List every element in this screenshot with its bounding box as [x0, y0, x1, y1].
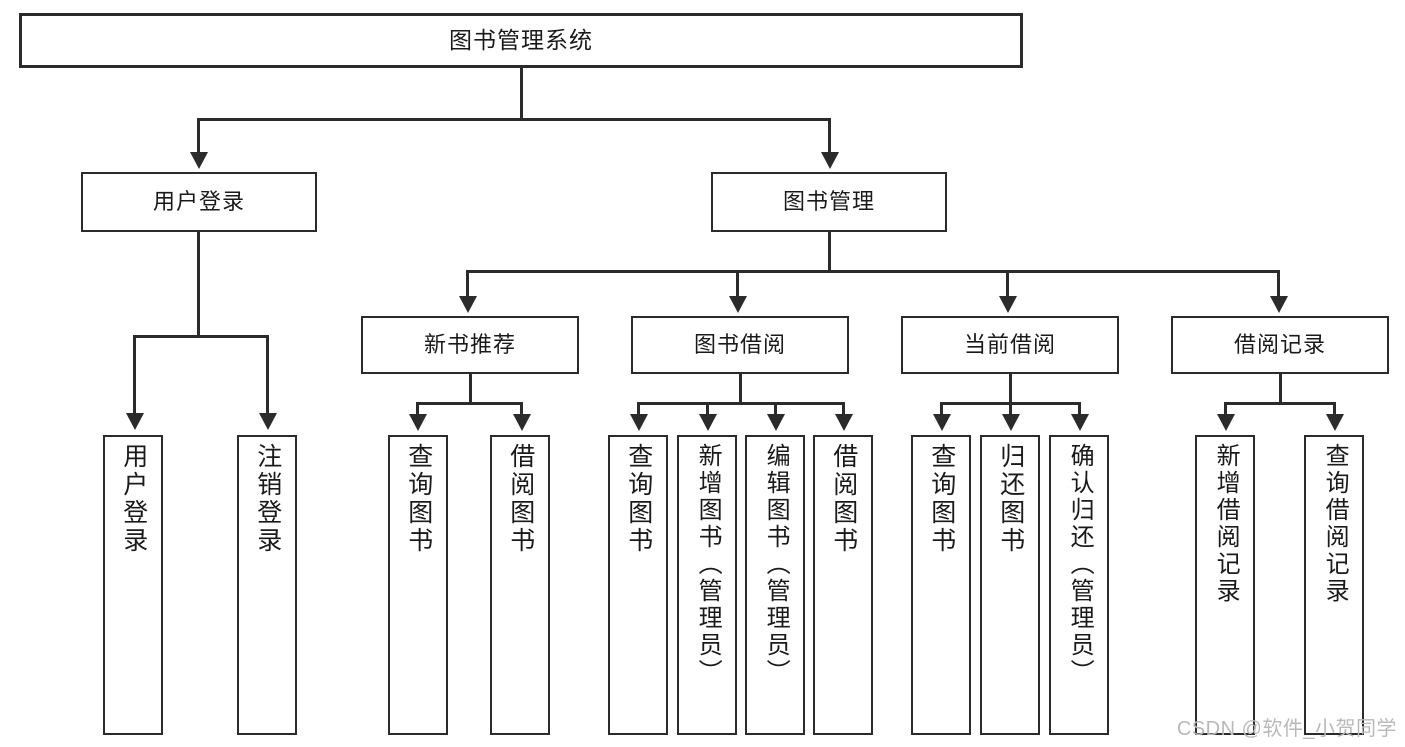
connector-user-login-bus [133, 335, 269, 338]
connector-level2-bus [197, 118, 831, 121]
leaf-cb-confirm-return-admin[interactable]: 确认归还（管理员） [1049, 435, 1109, 735]
leaf-user-login[interactable]: 用户登录 [103, 435, 163, 735]
leaf-label: 注销登录 [253, 443, 282, 555]
connector-drop-borrow-record [1277, 270, 1280, 298]
node-label: 图书管理 [782, 189, 875, 215]
connector-borrow-record-stem [1279, 374, 1282, 402]
leaf-label: 查询图书 [624, 443, 653, 555]
connector-drop-leaf-bb-1 [637, 402, 640, 416]
arrowhead-borrow-record [1270, 296, 1288, 313]
leaf-label: 编辑图书（管理员） [762, 443, 790, 686]
arrowhead-leaf-br-2 [1326, 414, 1344, 431]
leaf-label: 归还图书 [996, 443, 1025, 555]
leaf-label: 查询借阅记录 [1321, 443, 1349, 605]
connector-level3-bus [466, 270, 1280, 273]
leaf-br-add-record[interactable]: 新增借阅记录 [1195, 435, 1255, 735]
arrowhead-user-login [190, 152, 208, 169]
node-book-management[interactable]: 图书管理 [711, 172, 947, 232]
connector-book-management-stem [828, 232, 831, 270]
leaf-nbr-borrow-book[interactable]: 借阅图书 [490, 435, 550, 735]
connector-drop-leaf-cb-1 [940, 402, 943, 416]
arrowhead-leaf-cb-2 [1002, 414, 1020, 431]
arrowhead-leaf-bb-1 [630, 414, 648, 431]
connector-drop-leaf-cb-2 [1009, 402, 1012, 416]
leaf-cb-query-book[interactable]: 查询图书 [911, 435, 971, 735]
leaf-cb-return-book[interactable]: 归还图书 [980, 435, 1040, 735]
connector-book-borrow-bus [637, 402, 845, 405]
connector-borrow-record-bus [1224, 402, 1336, 405]
leaf-bb-query-book[interactable]: 查询图书 [608, 435, 668, 735]
arrowhead-leaf-cb-3 [1071, 414, 1089, 431]
connector-new-book-recommend-stem [469, 374, 472, 402]
connector-drop-user-login [197, 118, 200, 154]
leaf-label: 用户登录 [119, 443, 148, 555]
node-borrow-record[interactable]: 借阅记录 [1171, 316, 1389, 374]
arrowhead-leaf-bb-4 [835, 414, 853, 431]
arrowhead-new-book-recommend [459, 296, 477, 313]
connector-drop-book-borrow [736, 270, 739, 298]
node-label: 新书推荐 [423, 332, 516, 358]
leaf-label: 借阅图书 [506, 443, 535, 555]
leaf-label: 新增借阅记录 [1212, 443, 1240, 605]
connector-drop-book-management [828, 118, 831, 154]
leaf-bb-add-book-admin[interactable]: 新增图书（管理员） [677, 435, 737, 735]
connector-drop-leaf-nbr-1 [416, 402, 419, 416]
connector-book-borrow-stem [739, 374, 742, 402]
connector-drop-current-borrow [1006, 270, 1009, 298]
leaf-bb-borrow-book[interactable]: 借阅图书 [813, 435, 873, 735]
node-new-book-recommend[interactable]: 新书推荐 [361, 316, 579, 374]
leaf-label: 借阅图书 [829, 443, 858, 555]
arrowhead-leaf-bb-2 [699, 414, 717, 431]
node-book-borrow[interactable]: 图书借阅 [631, 316, 849, 374]
node-current-borrow[interactable]: 当前借阅 [901, 316, 1119, 374]
node-label: 借阅记录 [1233, 332, 1326, 358]
connector-drop-leaf-user-login-1 [133, 335, 136, 415]
leaf-label: 新增图书（管理员） [694, 443, 722, 686]
leaf-label: 查询图书 [404, 443, 433, 555]
connector-drop-leaf-br-1 [1224, 402, 1227, 416]
arrowhead-leaf-br-1 [1217, 414, 1235, 431]
arrowhead-book-management [821, 152, 839, 169]
leaf-label: 查询图书 [927, 443, 956, 555]
arrowhead-leaf-user-login-1 [126, 413, 144, 430]
node-label: 用户登录 [152, 189, 245, 215]
leaf-label: 确认归还（管理员） [1066, 443, 1094, 686]
connector-current-borrow-stem [1009, 374, 1012, 402]
leaf-br-query-record[interactable]: 查询借阅记录 [1304, 435, 1364, 735]
arrowhead-book-borrow [729, 296, 747, 313]
node-user-login[interactable]: 用户登录 [81, 172, 317, 232]
connector-root-stem [520, 68, 523, 118]
arrowhead-leaf-bb-3 [767, 414, 785, 431]
arrowhead-leaf-nbr-2 [513, 414, 531, 431]
connector-drop-leaf-br-2 [1333, 402, 1336, 416]
arrowhead-leaf-nbr-1 [409, 414, 427, 431]
node-label: 当前借阅 [963, 332, 1056, 358]
connector-drop-leaf-bb-4 [842, 402, 845, 416]
connector-drop-leaf-bb-3 [774, 402, 777, 416]
connector-drop-leaf-nbr-2 [520, 402, 523, 416]
connector-new-book-recommend-bus [416, 402, 523, 405]
leaf-bb-edit-book-admin[interactable]: 编辑图书（管理员） [745, 435, 805, 735]
leaf-logout[interactable]: 注销登录 [237, 435, 297, 735]
arrowhead-leaf-cb-1 [933, 414, 951, 431]
leaf-nbr-query-book[interactable]: 查询图书 [388, 435, 448, 735]
node-root-book-management-system[interactable]: 图书管理系统 [19, 13, 1023, 68]
arrowhead-leaf-user-login-2 [259, 413, 277, 430]
connector-drop-leaf-cb-3 [1078, 402, 1081, 416]
connector-drop-leaf-user-login-2 [266, 335, 269, 415]
connector-user-login-stem [197, 232, 200, 335]
connector-drop-new-book-recommend [466, 270, 469, 298]
arrowhead-current-borrow [999, 296, 1017, 313]
node-label: 图书管理系统 [449, 27, 593, 54]
node-label: 图书借阅 [693, 332, 786, 358]
connector-drop-leaf-bb-2 [706, 402, 709, 416]
